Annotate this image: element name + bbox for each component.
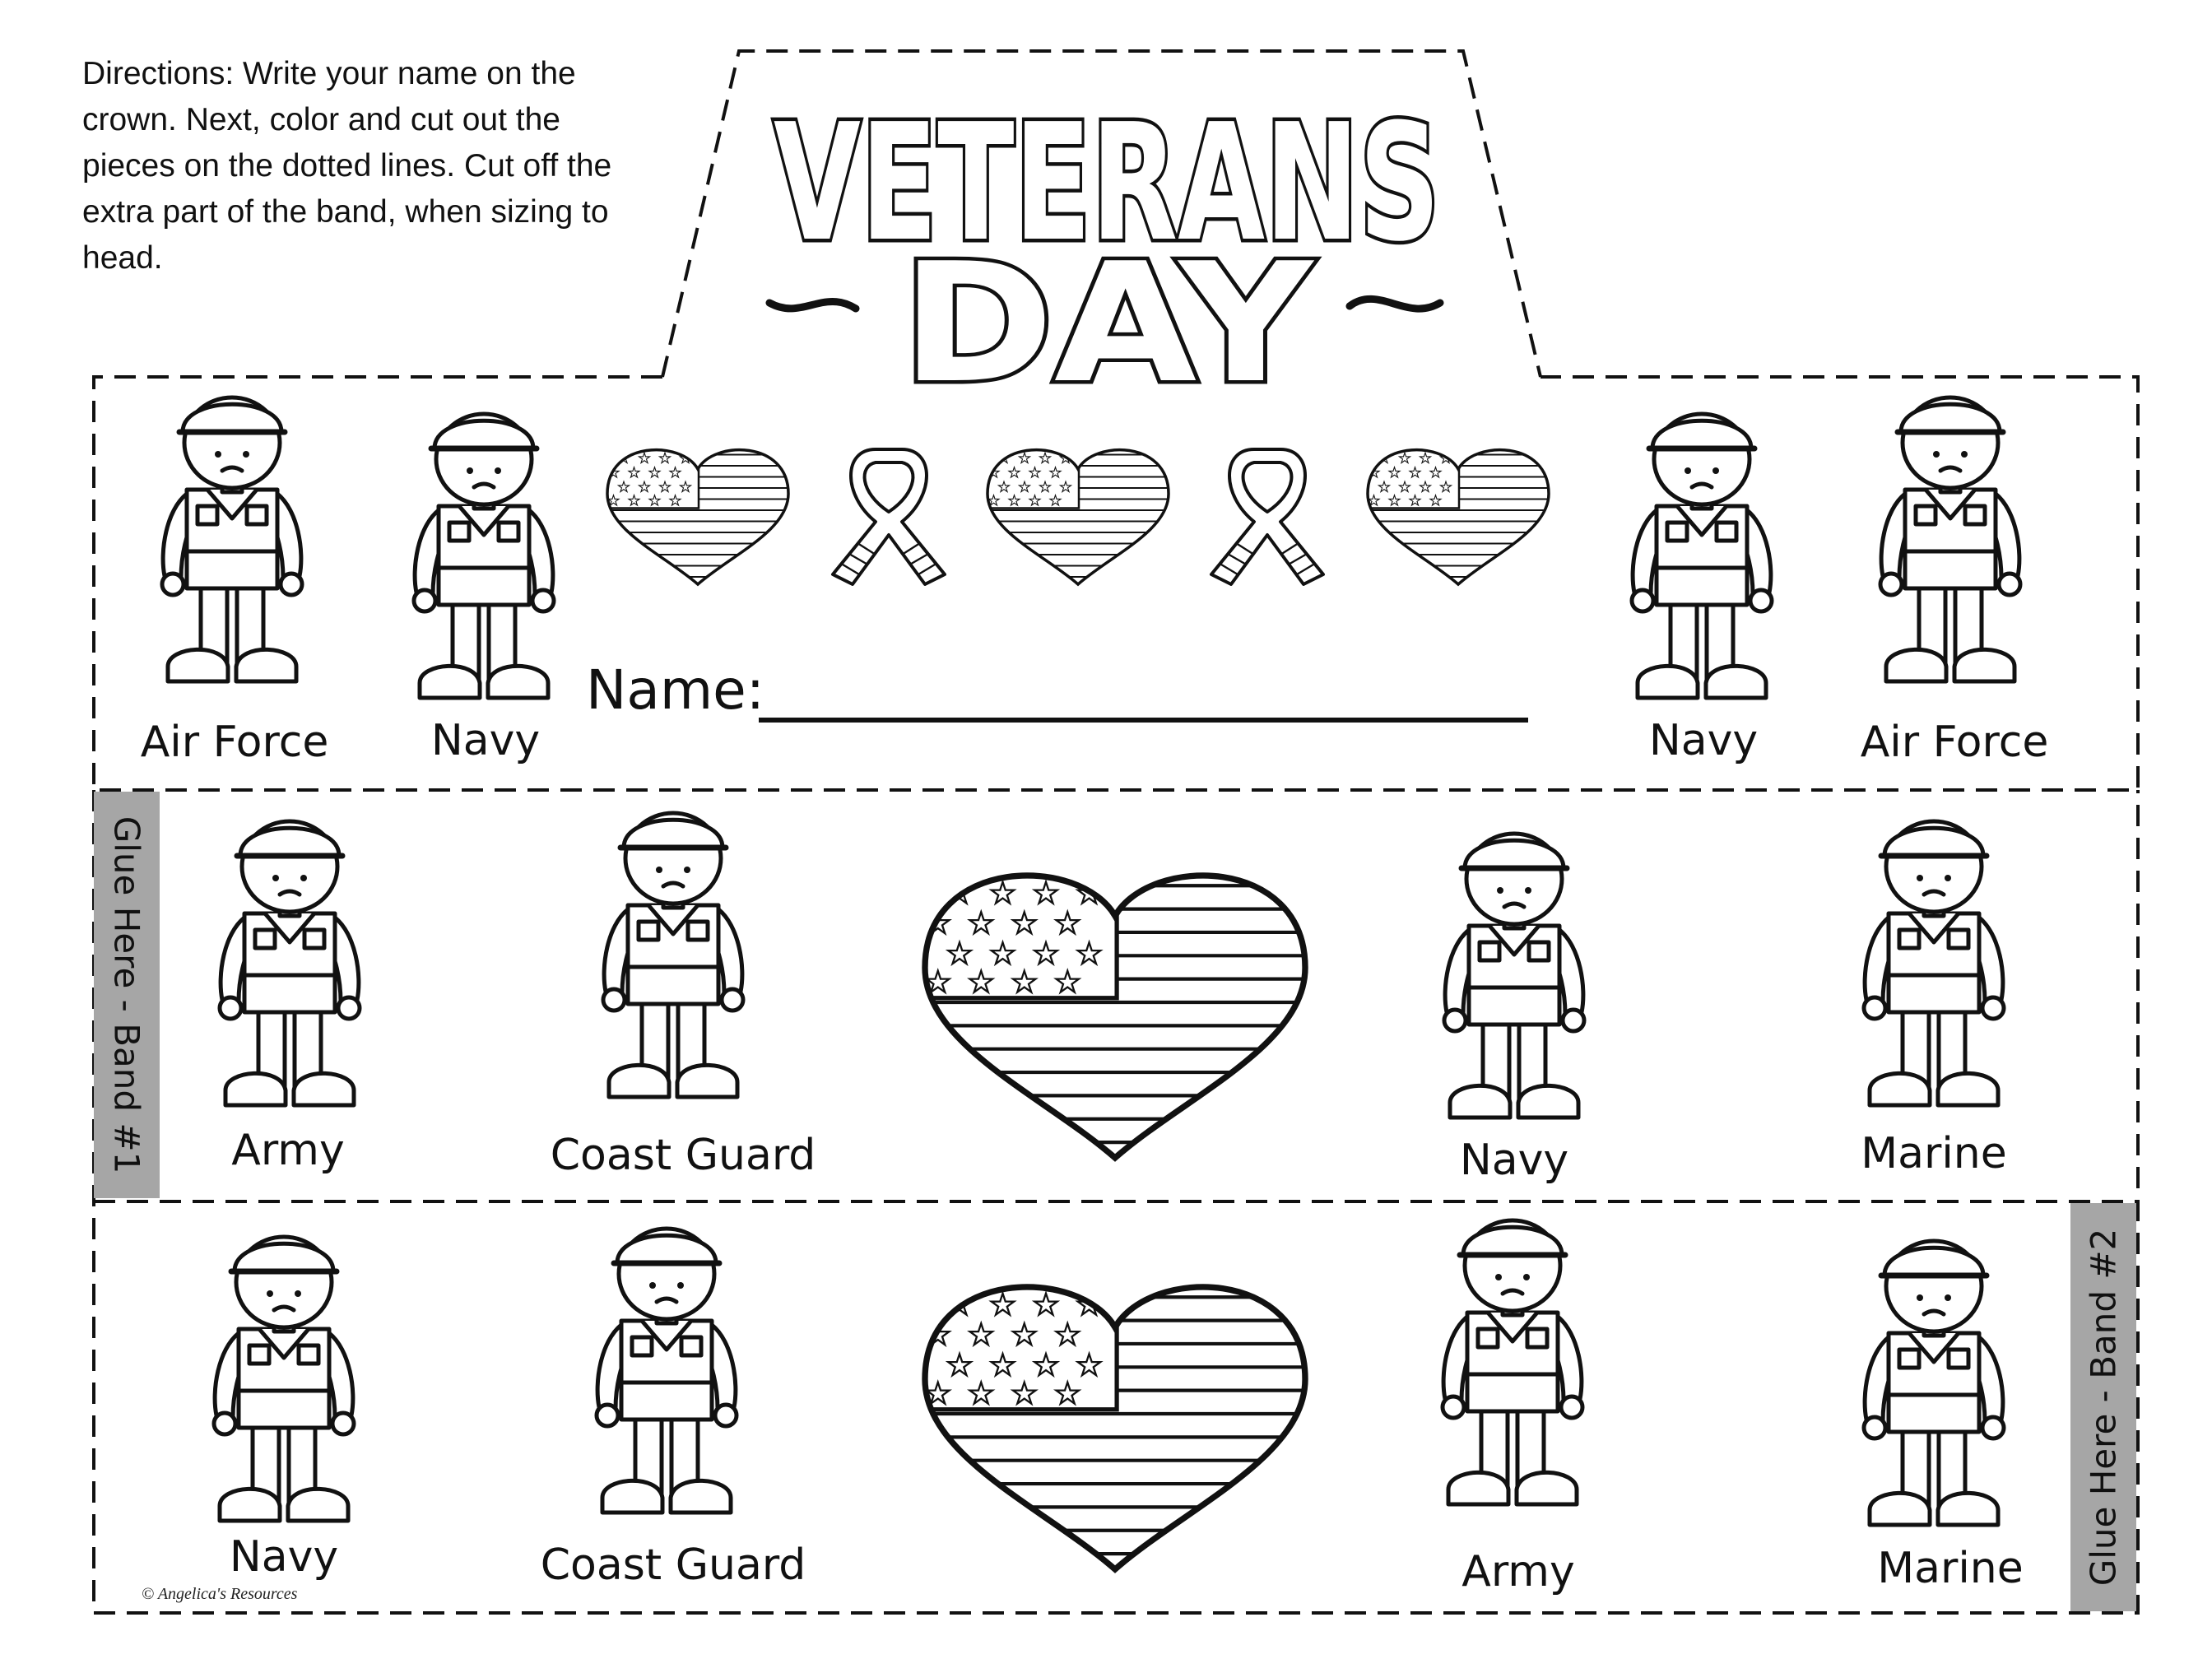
band-1-outline: [92, 375, 2140, 792]
flag-heart-small-3: [1364, 436, 1553, 592]
flag-heart-small-2: [983, 436, 1173, 592]
glue-tab-band-2: Glue Here - Band #2: [2070, 1203, 2136, 1611]
crown-outline: [661, 49, 1542, 378]
marine-figure: [1864, 821, 2004, 1105]
ribbon-2: [1211, 449, 1323, 584]
glue-tab-band-1-label: Glue Here - Band #1: [106, 816, 147, 1174]
navy-figure-right: [1632, 414, 1772, 698]
title-swashes: [765, 295, 1444, 313]
label-coast-guard: Coast Guard: [540, 1540, 806, 1590]
directions-text: Directions: Write your name on the crown…: [82, 56, 612, 276]
coast-guard-figure: [597, 1229, 737, 1513]
flag-heart-large-2: [917, 1258, 1314, 1587]
glue-tab-band-1: Glue Here - Band #1: [94, 792, 160, 1198]
navy-figure-left: [414, 414, 554, 698]
army-figure: [220, 821, 360, 1105]
air-force-figure-right: [1880, 397, 2020, 681]
glue-tab-band-2-label: Glue Here - Band #2: [2083, 1228, 2124, 1587]
copyright-note: © Angelica's Resources: [142, 1585, 298, 1603]
flag-heart-large-1: [917, 847, 1314, 1175]
label-air-force: Air Force: [140, 718, 329, 767]
label-army: Army: [231, 1126, 345, 1175]
label-navy: Navy: [1459, 1136, 1569, 1185]
navy-figure: [1444, 834, 1584, 1118]
air-force-figure-left: [162, 397, 302, 681]
ribbon-1: [833, 449, 945, 584]
marine-figure: [1864, 1241, 2004, 1525]
label-navy: Navy: [229, 1532, 339, 1582]
navy-figure: [214, 1237, 354, 1521]
label-marine: Marine: [1861, 1129, 2007, 1178]
band-2-outline: [92, 790, 2140, 1615]
label-air-force: Air Force: [1860, 718, 2049, 767]
name-label: Name:: [586, 658, 764, 722]
flag-heart-small-1: [603, 436, 792, 592]
name-write-line[interactable]: [759, 718, 1528, 723]
label-navy: Navy: [430, 716, 541, 765]
label-marine: Marine: [1877, 1544, 2024, 1593]
label-army: Army: [1462, 1547, 1575, 1596]
army-figure: [1443, 1220, 1582, 1504]
coast-guard-figure: [603, 813, 743, 1097]
label-coast-guard: Coast Guard: [550, 1131, 816, 1180]
label-navy: Navy: [1648, 716, 1759, 765]
